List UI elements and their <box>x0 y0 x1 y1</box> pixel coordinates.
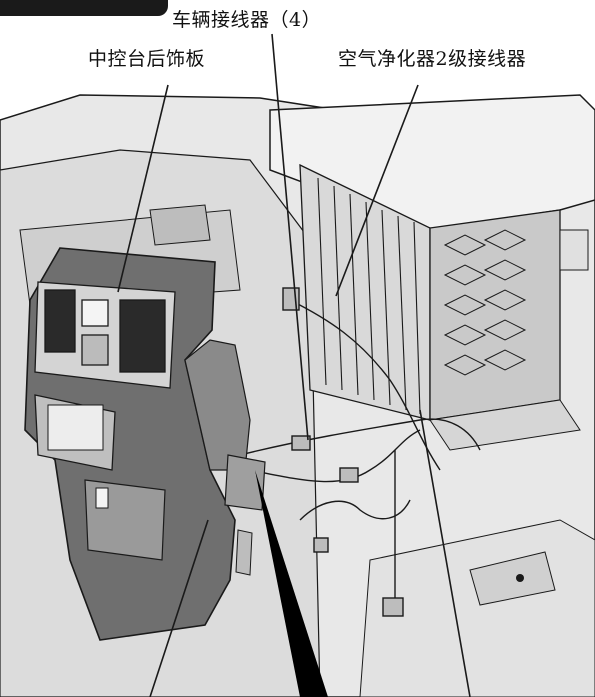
rear-console-trim <box>24 247 251 641</box>
mounting-bracket <box>224 454 266 576</box>
purifier-connector-label: 空气净化器2级接线器 <box>338 48 527 70</box>
console-trim-label: 中控台后饰板 <box>88 48 206 70</box>
leader-lines <box>117 33 471 697</box>
leader-purifier-connector <box>335 84 419 297</box>
leader-lower-right <box>419 409 471 697</box>
leader-console-trim <box>117 84 169 293</box>
section-tab <box>0 0 168 16</box>
vehicle-connector-label: 车辆接线器（4） <box>172 9 322 31</box>
air-purifier-unit <box>269 94 595 451</box>
leader-vehicle-connector <box>271 33 309 441</box>
leader-lower-left <box>149 519 209 697</box>
wiring-harness <box>239 287 481 617</box>
pointer-arrow <box>255 470 328 697</box>
